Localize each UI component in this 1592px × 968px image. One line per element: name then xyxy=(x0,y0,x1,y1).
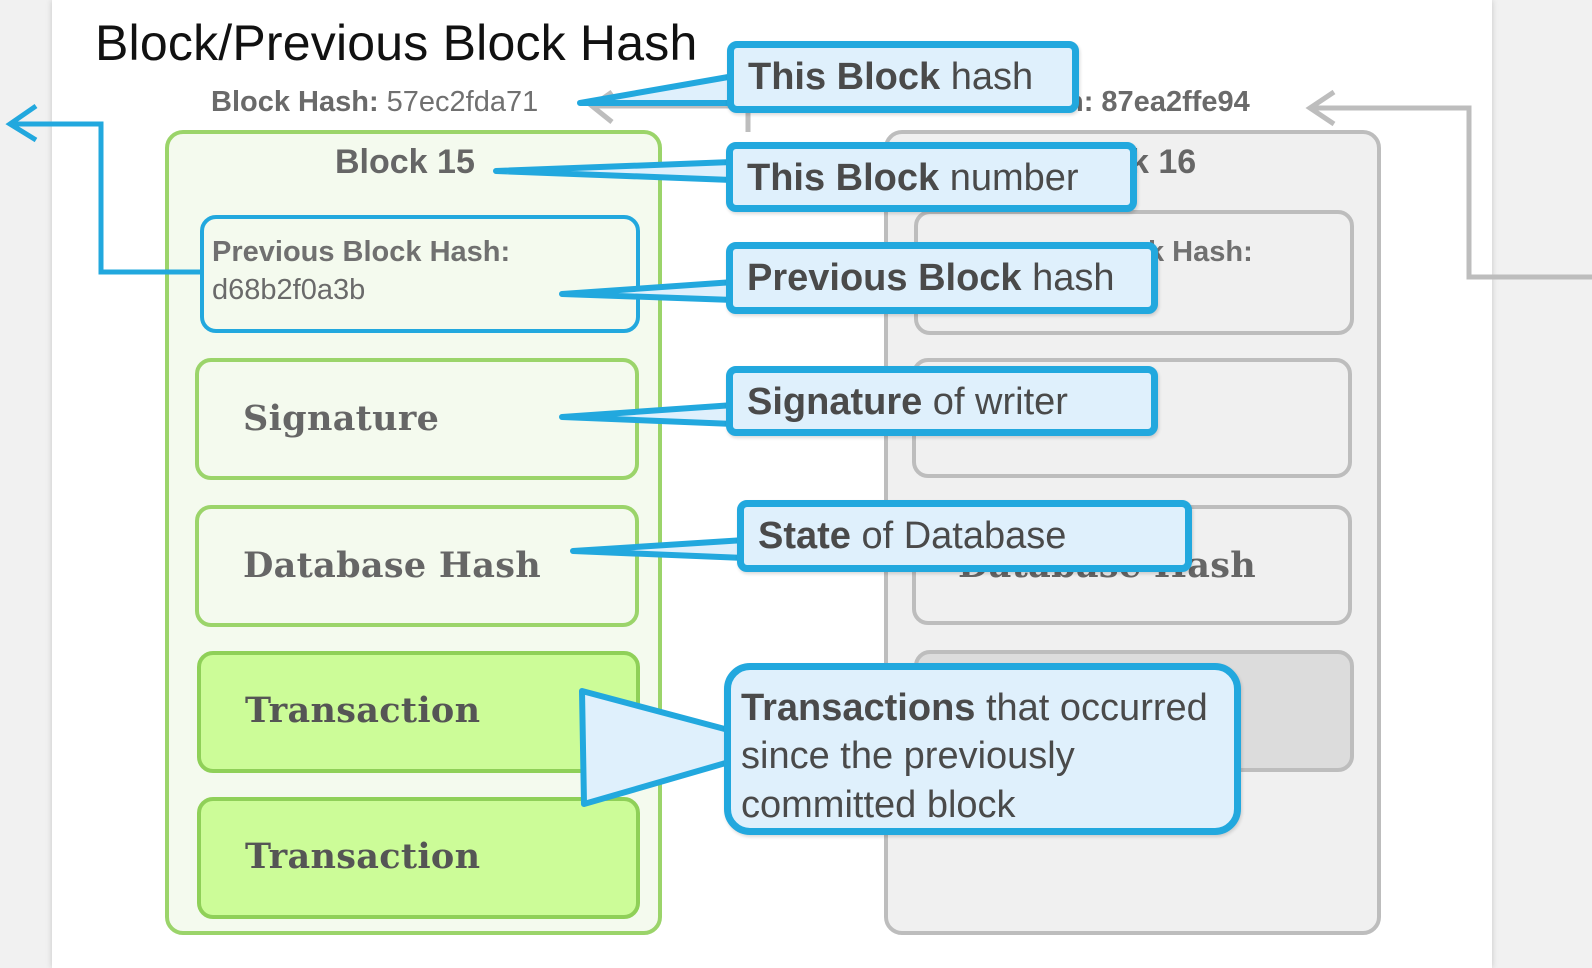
callout-pointer-prev-hash xyxy=(559,279,737,303)
block-15-transaction-label-1: Transaction xyxy=(245,690,481,731)
block-15-prev-hash-value: d68b2f0a3b xyxy=(212,274,366,306)
callout-state-of-database: State of Database xyxy=(737,500,1192,572)
block-15-transaction-box-1 xyxy=(197,651,640,773)
block-15-hash: Block Hash: 57ec2fda71 xyxy=(211,86,538,119)
callout-pointer-transactions xyxy=(579,688,739,807)
block-16-hash-label: h: 87ea2ffe94 xyxy=(1066,86,1250,118)
callout-pointer-signature xyxy=(559,402,737,427)
block-16-to-15-link xyxy=(592,103,751,132)
callout-this-block-number: This Block number xyxy=(726,142,1137,212)
callout-this-block-hash: This Block hash xyxy=(727,41,1079,113)
block-15-transaction-box-2 xyxy=(197,797,640,919)
block-15-database-hash-label: Database Hash xyxy=(243,545,541,586)
callout-signature-of-writer: Signature of writer xyxy=(726,366,1158,436)
callout-pointer-block-hash xyxy=(577,73,737,106)
block-15-hash-value: 57ec2fda71 xyxy=(386,86,539,118)
page-title: Block/Previous Block Hash xyxy=(95,15,698,71)
block-16-title: k 16 xyxy=(1130,143,1197,181)
block-15-prev-hash-label: Previous Block Hash: xyxy=(212,236,511,268)
prev-hash-link-arrow xyxy=(12,121,200,275)
block-16-prev-hash-label: k Hash: xyxy=(1148,236,1253,268)
next-block-link xyxy=(1312,105,1592,280)
block-15-prev-hash-box xyxy=(200,215,640,333)
callout-pointer-database xyxy=(570,537,748,561)
callout-pointer-block-number xyxy=(493,159,735,183)
next-block-arrowhead xyxy=(1305,89,1336,127)
block-15-title: Block 15 xyxy=(335,143,475,181)
block-15-database-hash-box xyxy=(195,505,639,627)
block-15-signature-label: Signature xyxy=(243,398,440,439)
block-15-hash-label: Block Hash: xyxy=(211,86,379,118)
callout-previous-block-hash: Previous Block hash xyxy=(726,242,1158,314)
block-15-transaction-label-2: Transaction xyxy=(245,836,481,877)
prev-hash-arrowhead xyxy=(5,103,38,143)
